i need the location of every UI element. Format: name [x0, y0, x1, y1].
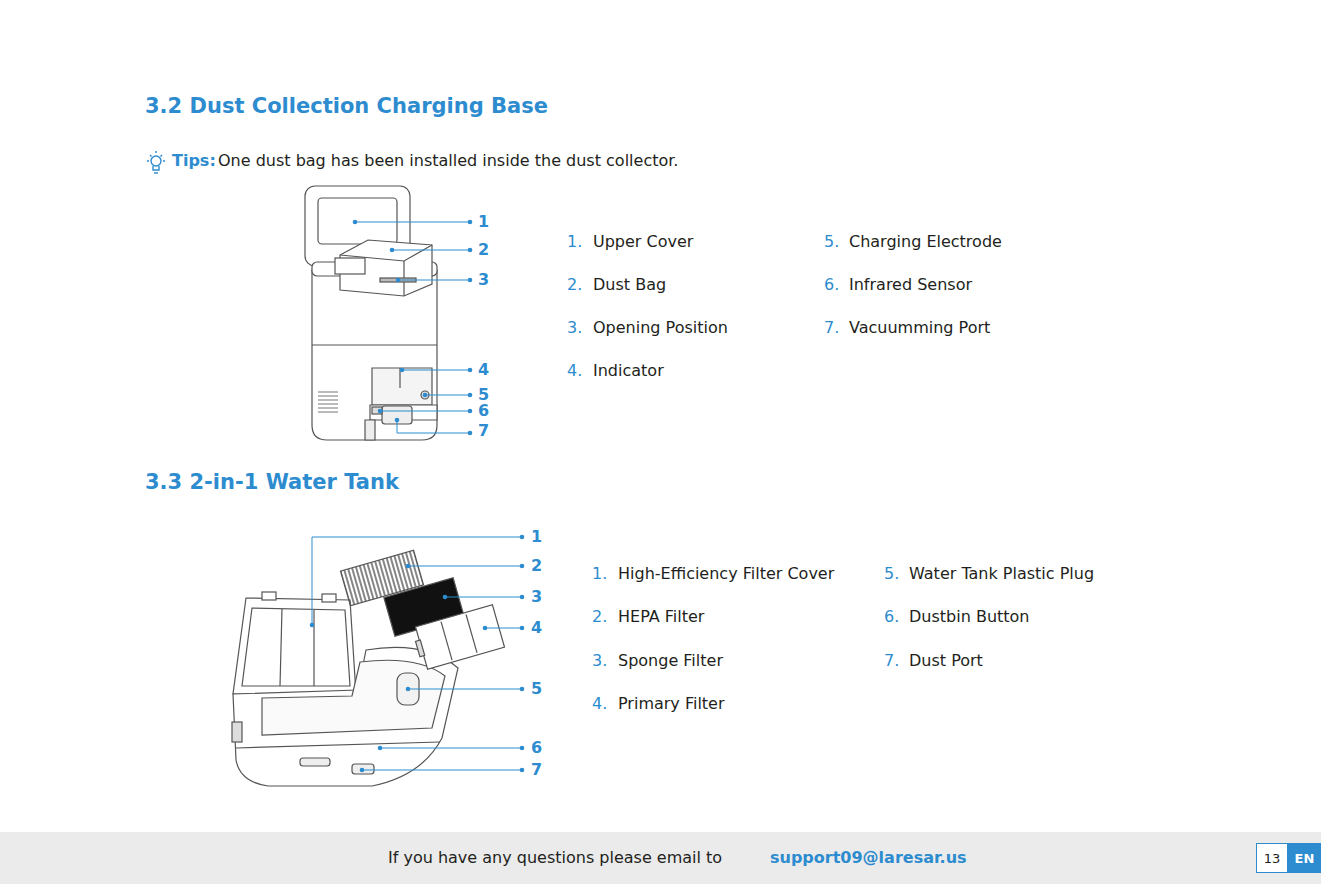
- item-number: 6.: [884, 607, 899, 627]
- language-code: EN: [1288, 843, 1321, 873]
- callout-number: 5: [531, 679, 542, 699]
- item-number: 3.: [567, 318, 582, 338]
- item-number: 5.: [824, 232, 839, 252]
- item-number: 4.: [592, 694, 607, 714]
- charging-base-drawing: [305, 186, 437, 440]
- callout-number: 2: [478, 240, 489, 260]
- body-text: One dust bag has been installed inside t…: [218, 151, 678, 171]
- callout-number: 3: [478, 270, 489, 290]
- item-number: 1.: [567, 232, 582, 252]
- item-number: 5.: [884, 564, 899, 584]
- item-number: 2.: [567, 275, 582, 295]
- callout-number: 4: [531, 618, 542, 638]
- language-tab: EN: [1288, 843, 1321, 873]
- body-text: Charging Electrode: [849, 232, 1002, 252]
- item-number: 7.: [824, 318, 839, 338]
- callout-number: 2: [531, 556, 542, 576]
- item-number: 3.: [592, 651, 607, 671]
- footer-text: If you have any questions please email t…: [388, 848, 722, 868]
- body-text: Opening Position: [593, 318, 728, 338]
- email-address: support09@laresar.us: [770, 848, 967, 868]
- callout-number: 3: [531, 587, 542, 607]
- footer-band: If you have any questions please email t…: [0, 832, 1321, 884]
- body-text: HEPA Filter: [618, 607, 704, 627]
- body-text: Infrared Sensor: [849, 275, 972, 295]
- body-text: Indicator: [593, 361, 664, 381]
- body-text: Dust Port: [909, 651, 983, 671]
- callout-number: 6: [478, 401, 489, 421]
- body-text: Dust Bag: [593, 275, 666, 295]
- page-number: 13: [1257, 844, 1287, 872]
- section-heading: 3.3 2-in-1 Water Tank: [145, 469, 399, 495]
- callout-number: 7: [531, 760, 542, 780]
- leader-line: [312, 537, 522, 770]
- tip-label: Tips:: [172, 151, 216, 171]
- item-number: 2.: [592, 607, 607, 627]
- body-text: Primary Filter: [618, 694, 725, 714]
- body-text: Vacuumming Port: [849, 318, 990, 338]
- leader-line: [355, 222, 470, 433]
- item-number: 1.: [592, 564, 607, 584]
- leader-dot: [310, 535, 525, 773]
- body-text: Upper Cover: [593, 232, 693, 252]
- tip-icon: [147, 151, 165, 173]
- item-number: 7.: [884, 651, 899, 671]
- item-number: 6.: [824, 275, 839, 295]
- callout-number: 7: [478, 421, 489, 441]
- page-number-box: 13: [1256, 843, 1288, 873]
- callout-number: 1: [478, 212, 489, 232]
- body-text: Dustbin Button: [909, 607, 1030, 627]
- body-text: Water Tank Plastic Plug: [909, 564, 1094, 584]
- callout-number: 1: [531, 527, 542, 547]
- item-number: 4.: [567, 361, 582, 381]
- callout-number: 4: [478, 360, 489, 380]
- body-text: Sponge Filter: [618, 651, 723, 671]
- callout-number: 6: [531, 738, 542, 758]
- section-heading: 3.2 Dust Collection Charging Base: [145, 93, 548, 119]
- water-tank-drawing: [232, 550, 505, 786]
- leader-dot: [353, 220, 473, 436]
- body-text: High-Efficiency Filter Cover: [618, 564, 834, 584]
